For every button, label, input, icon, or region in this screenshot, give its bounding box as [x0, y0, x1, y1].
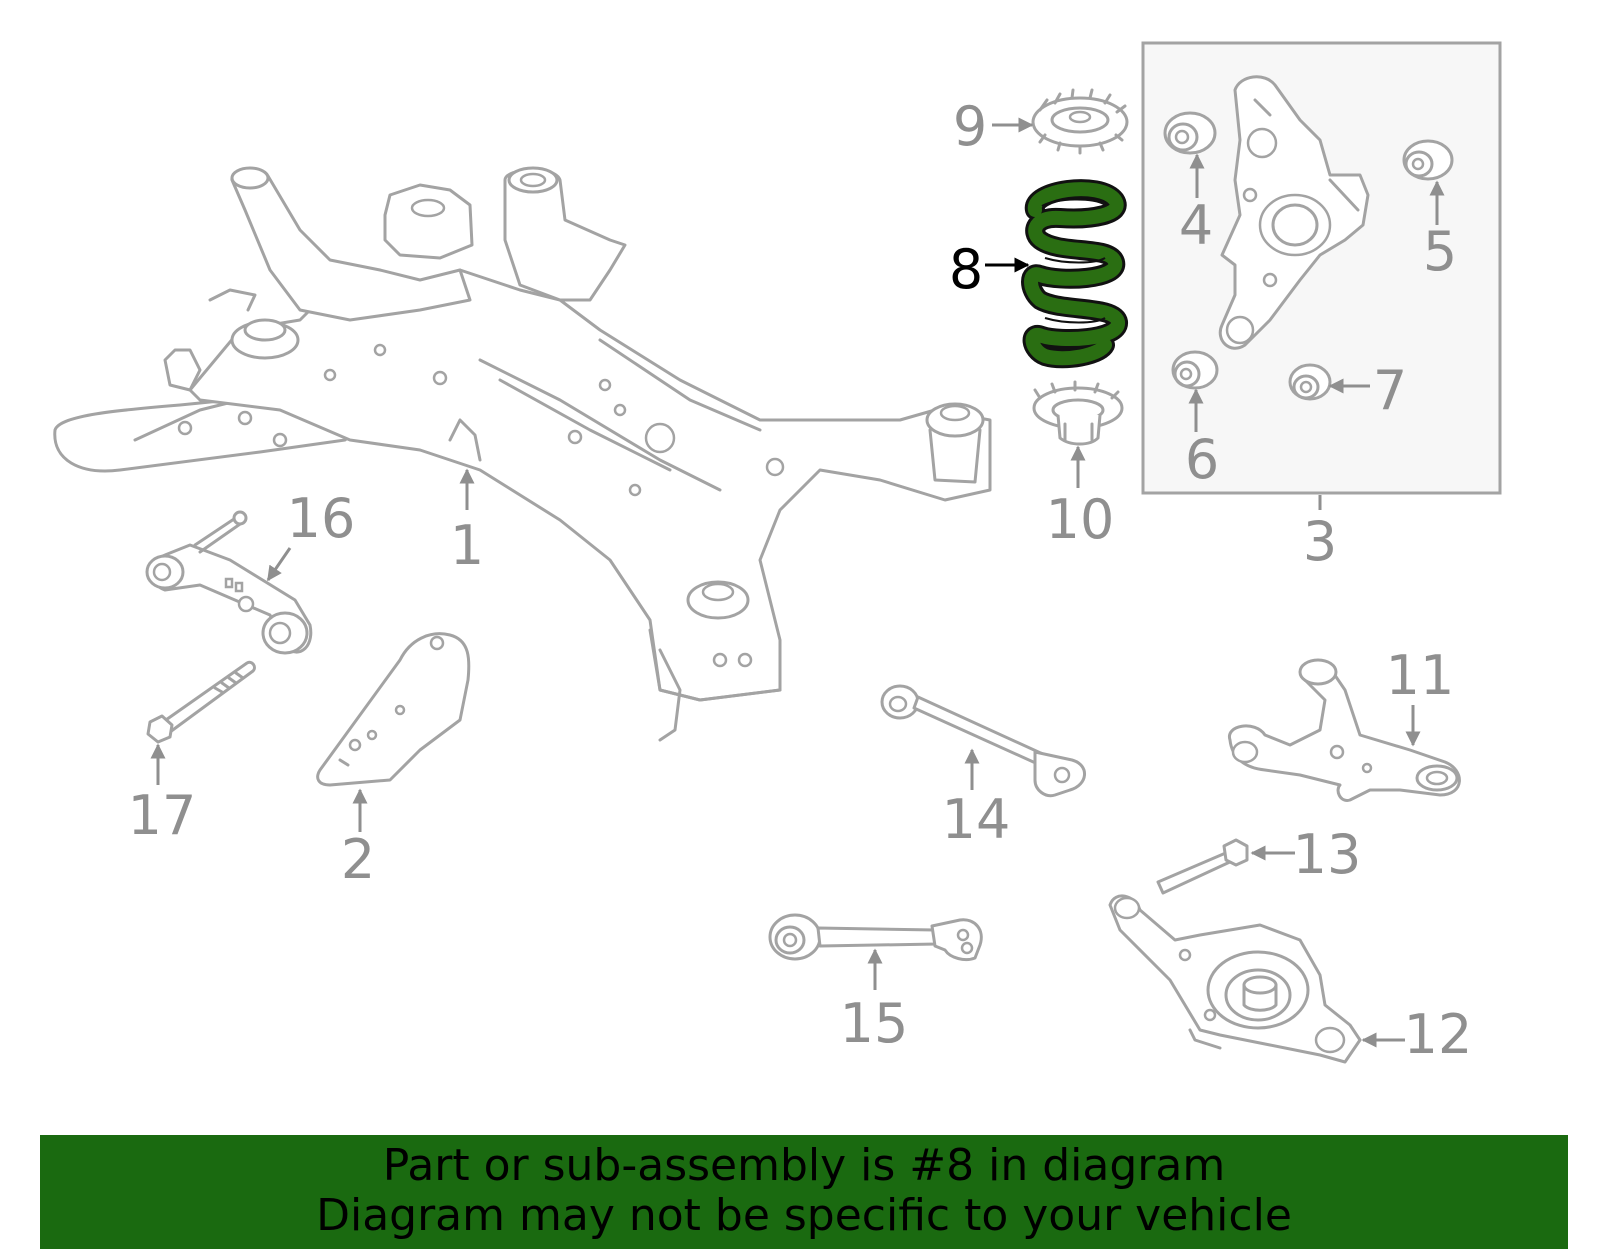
callout-15: 15: [840, 992, 909, 1055]
callout-13: 13: [1293, 823, 1362, 886]
banner-line-1: Part or sub-assembly is #8 in diagram: [382, 1140, 1226, 1191]
trailing-link-part-15: [768, 913, 983, 962]
subframe-part-1: [53, 166, 992, 742]
coil-spring-part-8: [1021, 179, 1128, 369]
lower-arm-part-12: [1108, 894, 1362, 1064]
callout-12: 12: [1404, 1003, 1473, 1066]
callout-2: 2: [341, 828, 375, 891]
callout-9: 9: [953, 95, 987, 158]
callout-7: 7: [1373, 359, 1407, 422]
callout-6: 6: [1185, 428, 1219, 491]
lower-spring-seat-part-10: [1032, 380, 1124, 446]
bracket-part-2: [316, 632, 471, 787]
bolt-part-17: [146, 660, 256, 744]
callout-3: 3: [1303, 510, 1337, 573]
upper-arm-part-11: [1228, 658, 1461, 802]
callout-8: 8: [949, 238, 983, 301]
banner-line-2: Diagram may not be specific to your vehi…: [316, 1190, 1292, 1241]
knuckle-group-part-3: [1141, 41, 1502, 495]
callout-5: 5: [1423, 220, 1457, 283]
callout-10: 10: [1046, 488, 1115, 551]
lateral-link-part-14: [880, 684, 1086, 798]
upper-spring-seat-part-9: [1031, 88, 1129, 155]
callout-11: 11: [1386, 644, 1455, 707]
callout-1: 1: [450, 514, 484, 577]
callout-4: 4: [1179, 194, 1213, 257]
callout-numbers: 1 2 3 4 5 6 7 8 9 10 11 12 13 14 15 16 1…: [128, 95, 1473, 1066]
toe-link-part-16: [145, 510, 313, 655]
leader-lines: [150, 117, 1445, 1048]
callout-17: 17: [128, 784, 197, 847]
bolt-part-13: [1156, 838, 1249, 895]
callout-14: 14: [942, 788, 1011, 851]
callout-16: 16: [287, 487, 356, 550]
info-banner: Part or sub-assembly is #8 in diagram Di…: [40, 1135, 1568, 1249]
